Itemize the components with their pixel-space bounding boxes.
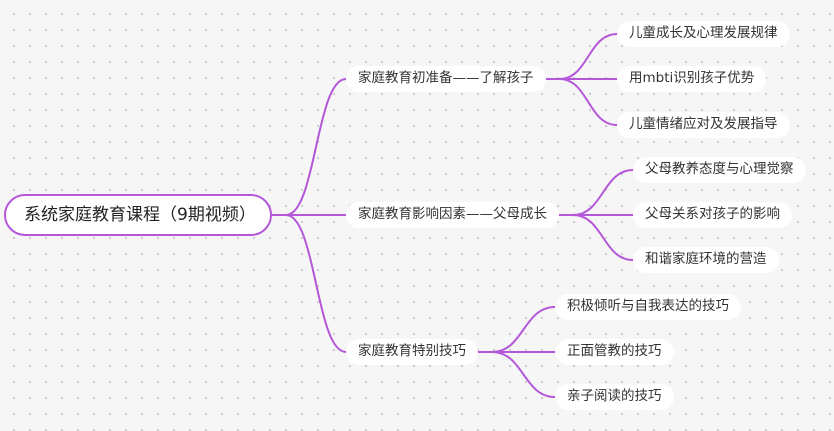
leaf-active-listening[interactable]: 积极倾听与自我表达的技巧 <box>555 294 741 320</box>
leaf-parenting-attitude[interactable]: 父母教养态度与心理觉察 <box>633 157 806 183</box>
leaf-emotion-guidance[interactable]: 儿童情绪应对及发展指导 <box>617 112 790 138</box>
edge-branch-understand-child <box>285 78 347 216</box>
leaf-growth-psychology[interactable]: 儿童成长及心理发展规律 <box>617 21 790 47</box>
leaf-parent-relationship[interactable]: 父母关系对孩子的影响 <box>633 202 792 228</box>
edge-leaf-growth-psychology <box>558 33 618 80</box>
leaf-parent-child-reading[interactable]: 亲子阅读的技巧 <box>555 384 674 410</box>
edge-leaf-parent-child-reading <box>491 351 556 398</box>
edge-leaf-parenting-attitude <box>572 169 634 216</box>
edge-leaf-active-listening <box>491 306 556 353</box>
edge-branch-special-skills <box>285 214 347 353</box>
leaf-mbti-strengths[interactable]: 用mbti识别孩子优势 <box>617 66 767 92</box>
branch-understand-child[interactable]: 家庭教育初准备——了解孩子 <box>346 66 546 92</box>
root-topic[interactable]: 系统家庭教育课程（9期视频） <box>4 194 272 236</box>
branch-parent-growth[interactable]: 家庭教育影响因素——父母成长 <box>346 202 559 228</box>
leaf-family-environment[interactable]: 和谐家庭环境的营造 <box>633 247 779 273</box>
branch-special-skills[interactable]: 家庭教育特别技巧 <box>346 339 478 365</box>
edge-leaf-emotion-guidance <box>558 78 618 126</box>
leaf-positive-discipline[interactable]: 正面管教的技巧 <box>555 339 674 365</box>
edge-leaf-family-environment <box>572 214 634 261</box>
